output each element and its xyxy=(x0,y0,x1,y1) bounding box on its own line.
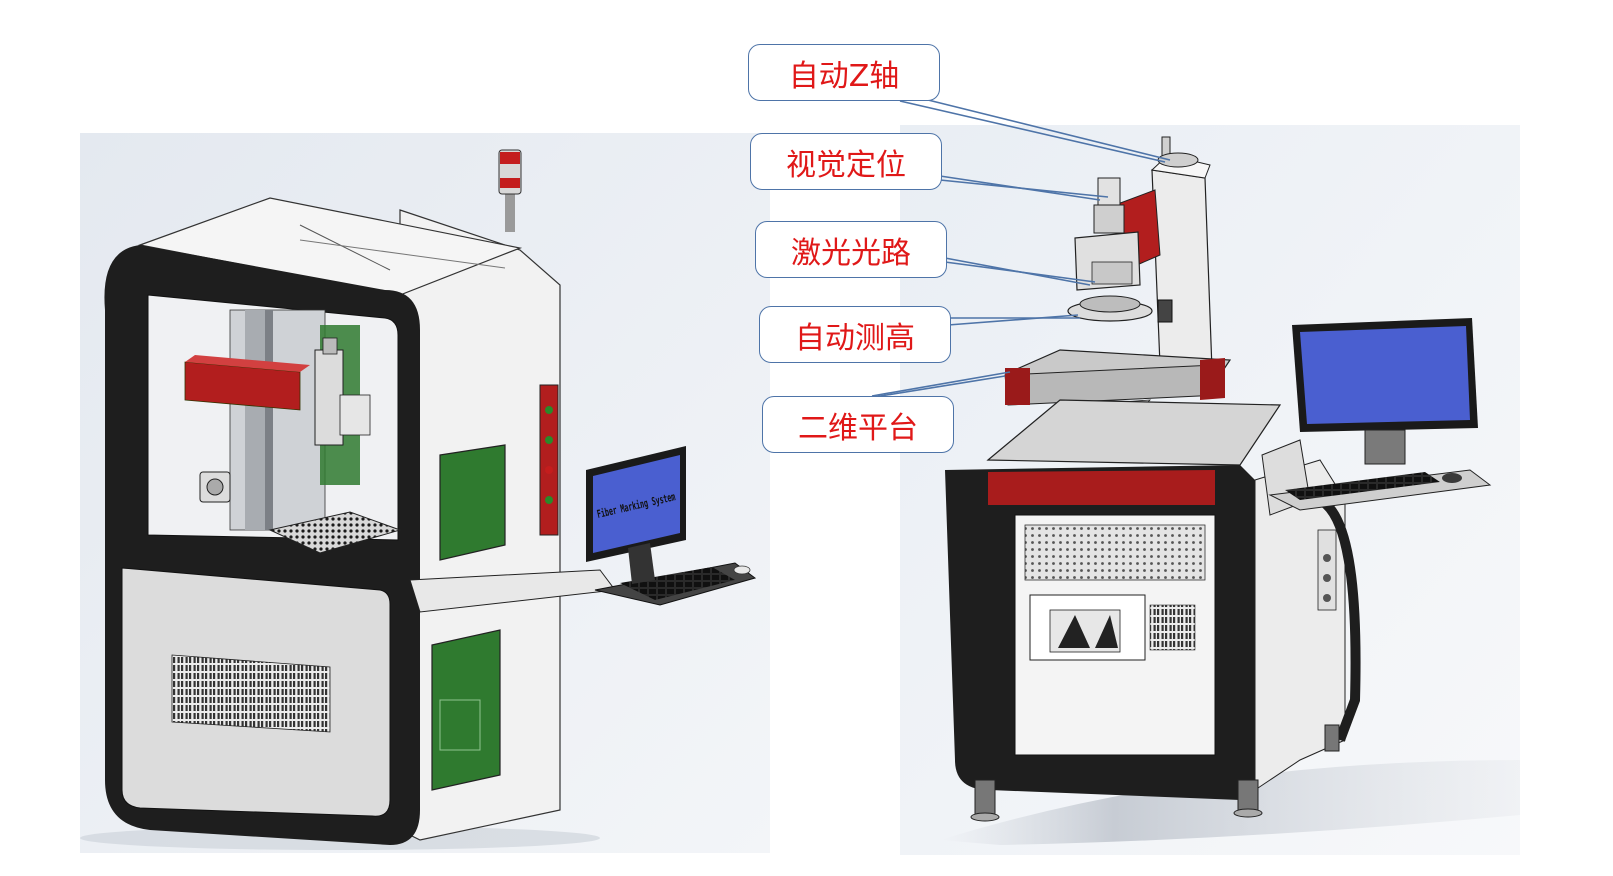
callout-auto-z-axis: 自动Z轴 xyxy=(748,44,940,101)
leader-line-2d-platform xyxy=(867,375,1006,399)
leader-line-vision-positioning xyxy=(939,175,1101,201)
right-monitor xyxy=(1292,318,1478,465)
signal-tower xyxy=(498,149,522,232)
leader-line-auto-z-axis xyxy=(899,100,1166,163)
leader-line-auto-z-axis xyxy=(919,97,1171,161)
callout-auto-height-measurement: 自动测高 xyxy=(759,306,951,363)
leader-lines xyxy=(867,97,1171,399)
left-machine-illustration: Fiber Marking System xyxy=(80,133,770,853)
callout-2d-platform: 二维平台 xyxy=(762,396,954,453)
leader-line-auto-height-measurement xyxy=(947,314,1079,326)
leader-line-laser-optical-path xyxy=(944,261,1096,283)
callout-vision-positioning: 视觉定位 xyxy=(750,133,942,190)
right-machine-illustration xyxy=(900,125,1520,855)
callout-laser-optical-path: 激光光路 xyxy=(755,221,947,278)
left-monitor: Fiber Marking System xyxy=(586,446,686,584)
leader-line-2d-platform xyxy=(871,371,1011,397)
